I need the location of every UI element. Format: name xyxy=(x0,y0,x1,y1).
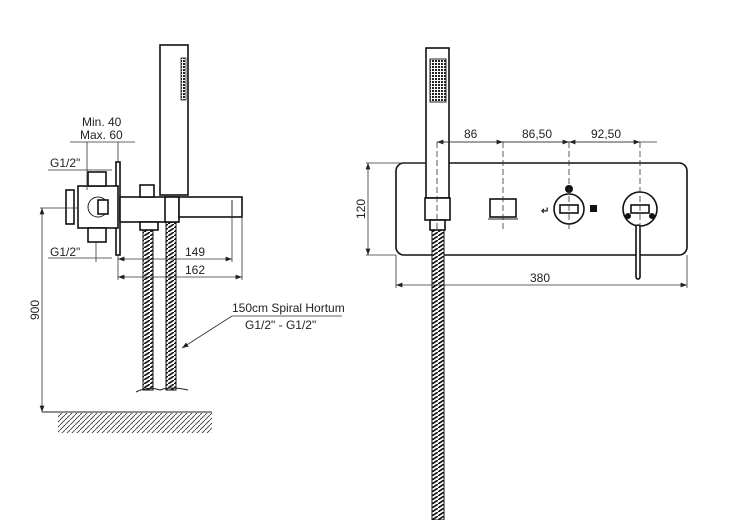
min-dimension-label: Min. 40 xyxy=(82,115,122,129)
wall-panel xyxy=(395,162,688,256)
hose-length-label: 150cm Spiral Hortum xyxy=(232,301,345,315)
thread-top-label: G1/2" xyxy=(50,156,80,170)
dimension-162: 162 xyxy=(185,263,205,277)
thread-bottom-label: G1/2" xyxy=(50,245,80,259)
shower-nozzles xyxy=(180,57,187,101)
shower-holder xyxy=(424,197,451,221)
shower-symbol-icon: ↵ xyxy=(541,206,549,217)
front-view: ↵ 86 86,50 92,50 120 380 xyxy=(354,47,688,520)
dimension-86-50: 86,50 xyxy=(522,127,552,141)
bath-symbol-icon xyxy=(590,205,597,212)
hose-thread-label: G1/2" - G1/2" xyxy=(245,318,316,332)
hose-right xyxy=(165,217,177,391)
dimension-380: 380 xyxy=(530,271,550,285)
dimension-92-50: 92,50 xyxy=(591,127,621,141)
dimension-900: 900 xyxy=(28,300,42,320)
max-dimension-label: Max. 60 xyxy=(80,128,123,142)
shower-head-nozzles xyxy=(429,58,447,103)
spout xyxy=(178,196,243,218)
dimension-149: 149 xyxy=(185,245,205,259)
floor-hatch xyxy=(58,413,212,433)
mixer-lever xyxy=(635,224,641,280)
dimension-120: 120 xyxy=(354,199,368,219)
valve-handle xyxy=(65,189,75,225)
side-view: Min. 40 Max. 60 G1/2" G1/2" 149 162 900 … xyxy=(28,44,345,433)
hose-left xyxy=(142,224,154,391)
hose-front xyxy=(431,227,445,520)
dimension-86: 86 xyxy=(464,127,478,141)
